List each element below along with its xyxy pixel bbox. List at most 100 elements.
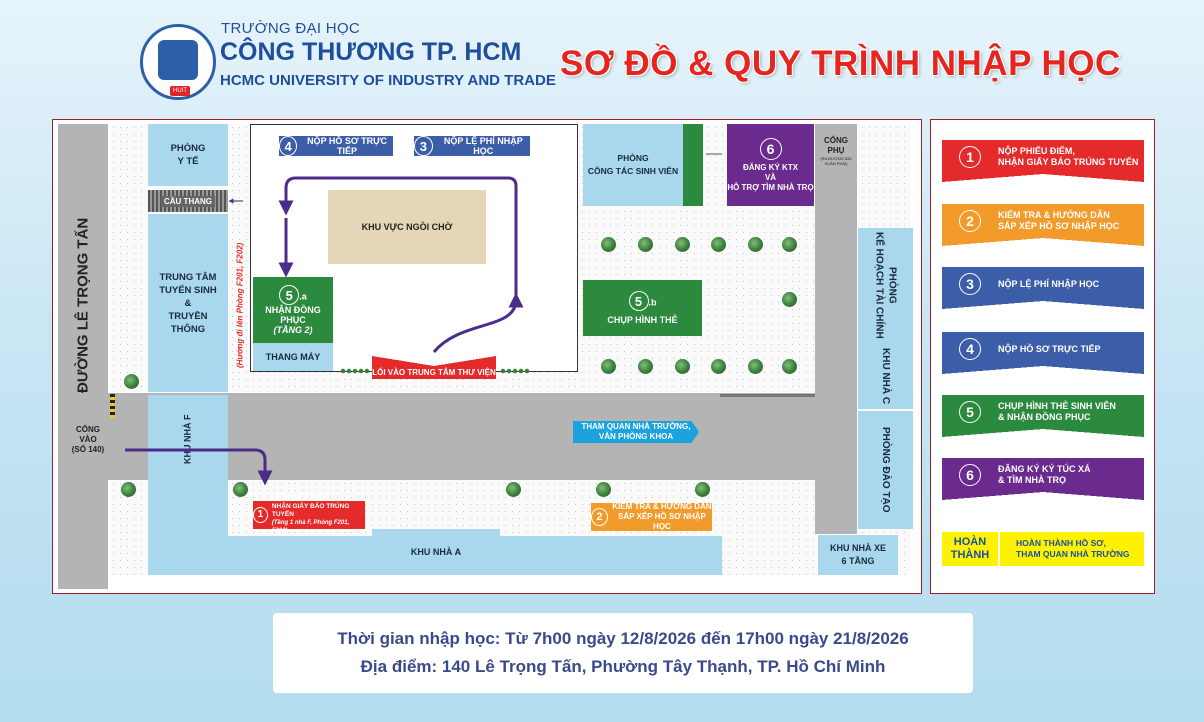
tree-icon xyxy=(748,237,763,252)
legend-label: NỘP PHIẾU ĐIỂM, NHẬN GIẤY BÁO TRÚNG TUYỂ… xyxy=(998,146,1139,167)
tree-icon xyxy=(233,482,248,497)
khu-nha-a-west xyxy=(228,536,372,575)
step2-label: KIỂM TRA & HƯỚNG DẪN SẮP XẾP HỒ SƠ NHẬP … xyxy=(612,502,712,531)
step4-box: 4 NỘP HỒ SƠ TRỰC TIẾP xyxy=(279,136,393,156)
trung-tam-tuyen-sinh: TRUNG TÂM TUYỂN SINH & TRUYỀN THÔNG xyxy=(148,214,228,392)
brand-line-3: HCMC UNIVERSITY OF INDUSTRY AND TRADE xyxy=(220,72,556,89)
step5b-content: 5.b CHỤP HÌNH THẺ xyxy=(607,291,678,325)
step1-sub: (Tầng 1 nhà F, Phòng F201, F202) xyxy=(271,520,350,534)
step6-num-icon: 6 xyxy=(759,137,782,160)
logo-emblem xyxy=(158,40,198,80)
tree-icon xyxy=(711,237,726,252)
gate-side-l1: CỔNG xyxy=(824,136,848,145)
step4-num-icon: 4 xyxy=(279,136,298,156)
road-le-trong-tan xyxy=(58,124,108,589)
step5a-suffix: .a xyxy=(299,291,307,302)
khu-nha-f: KHU NHÀ F xyxy=(148,395,228,483)
road-label: ĐƯỜNG LÊ TRỌNG TẤN xyxy=(74,217,92,393)
tree-icon xyxy=(124,374,139,389)
green-strip xyxy=(683,124,703,206)
step4-label: NỘP HỒ SƠ TRỰC TIẾP xyxy=(307,136,388,156)
tree-icon xyxy=(782,237,797,252)
tree-icon xyxy=(782,292,797,307)
legend-num-icon: 5 xyxy=(959,401,981,423)
step5b-num-row: 5.b xyxy=(628,291,657,311)
khu-nha-c: KHU NHÀ C xyxy=(858,343,913,409)
khu-vuc-ngoi-cho: KHU VỰC NGỒI CHỜ xyxy=(328,190,486,264)
step2-num-icon: 2 xyxy=(591,508,608,526)
tree-icon xyxy=(695,482,710,497)
tham-quan-arrow: THAM QUAN NHÀ TRƯỜNG, VĂN PHÒNG KHOA xyxy=(573,421,699,443)
step3-box: 3 NỘP LỆ PHÍ NHẬP HỌC xyxy=(414,136,530,156)
legend-item: 1 NỘP PHIẾU ĐIỂM, NHẬN GIẤY BÁO TRÚNG TUY… xyxy=(942,140,1144,174)
step5a-sub: (TẦNG 2) xyxy=(273,325,313,335)
page-title: SƠ ĐỒ & QUY TRÌNH NHẬP HỌC xyxy=(560,44,1121,83)
khu-nha-f-south xyxy=(148,483,228,575)
tree-icon xyxy=(748,359,763,374)
road-edge xyxy=(720,394,815,397)
loi-vao-roof xyxy=(372,356,496,366)
step1-text: NỘP PHIẾU ĐIỂM, NHẬN GIẤY BÁO TRÚNG TUYỂ… xyxy=(272,495,365,535)
legend-label: ĐĂNG KÝ KÝ TÚC XÁ & TÌM NHÀ TRỌ xyxy=(998,464,1091,485)
legend-num: 4 xyxy=(942,338,998,360)
step5a-num-icon: 5 xyxy=(279,285,300,305)
step3-num-icon: 3 xyxy=(414,136,433,156)
gate-main-l2: VÀO xyxy=(79,435,97,444)
tree-icon xyxy=(675,237,690,252)
legend-chevron xyxy=(942,238,1144,246)
brand-line-1: TRƯỜNG ĐẠI HỌC xyxy=(221,20,361,37)
step5b-suffix: .b xyxy=(648,297,657,308)
tree-icon xyxy=(711,359,726,374)
gate-main-l1: CỔNG xyxy=(76,425,100,434)
tree-icon xyxy=(675,359,690,374)
legend-num: 6 xyxy=(942,464,998,486)
tree-icon xyxy=(638,237,653,252)
legend-item: 6 ĐĂNG KÝ KÝ TÚC XÁ & TÌM NHÀ TRỌ xyxy=(942,458,1144,492)
gate-main: CỔNG VÀO (SỐ 140) xyxy=(66,423,110,457)
legend-num-icon: 4 xyxy=(959,338,981,360)
step5b-label: CHỤP HÌNH THẺ xyxy=(607,315,678,325)
gate-side: CỔNG PHỤ (RA ĐƯỜNG BÙI XUÂN PHÁI) xyxy=(815,128,857,174)
loi-vao-label: LỐI VÀO TRUNG TÂM THƯ VIỆN xyxy=(372,366,496,379)
legend-num-icon: 6 xyxy=(959,464,981,486)
legend-final-label: HOÀN THÀNH HỒ SƠ, THAM QUAN NHÀ TRƯỜNG xyxy=(1000,532,1144,566)
legend-chevron xyxy=(942,301,1144,309)
huong-di-note: (Hướng đi lên Phòng F201, F202) xyxy=(235,242,245,368)
gate-side-small: (RA ĐƯỜNG BÙI XUÂN PHÁI) xyxy=(820,156,852,166)
step2-box: 2 KIỂM TRA & HƯỚNG DẪN SẮP XẾP HỒ SƠ NHẬ… xyxy=(591,502,712,531)
ke-hoach-tai-chinh: PHÒNG KẾ HOẠCH TÀI CHÍNH xyxy=(858,228,913,343)
legend-label: CHỤP HÌNH THẺ SINH VIÊN & NHẬN ĐỒNG PHỤC xyxy=(998,401,1116,422)
tree-icon xyxy=(601,359,616,374)
info-location: Địa điểm: 140 Lê Trọng Tấn, Phường Tây T… xyxy=(360,657,886,676)
legend-chevron xyxy=(942,429,1144,437)
legend-num: 2 xyxy=(942,210,998,232)
legend-num-icon: 1 xyxy=(959,146,981,168)
legend-chevron xyxy=(942,366,1144,374)
legend-chevron xyxy=(942,492,1144,500)
cau-thang-label: CẦU THANG xyxy=(161,195,215,207)
phong-dao-tao: PHÒNG ĐÀO TẠO xyxy=(858,411,913,529)
hedge-left xyxy=(340,368,370,374)
step3-label: NỘP LỆ PHÍ NHẬP HỌC xyxy=(443,136,523,156)
tree-icon xyxy=(596,482,611,497)
step6-label: ĐĂNG KÝ KTX VÀ HỖ TRỢ TÌM NHÀ TRỌ xyxy=(727,162,814,192)
phong-y-te: PHÒNG Y TẾ xyxy=(148,124,228,186)
tree-icon xyxy=(638,359,653,374)
step6-box: 6 ĐĂNG KÝ KTX VÀ HỖ TRỢ TÌM NHÀ TRỌ xyxy=(727,124,814,206)
tree-icon xyxy=(601,237,616,252)
step5a-label: NHẬN ĐỒNG PHỤC xyxy=(265,305,321,325)
logo-badge: HUIT xyxy=(170,86,190,96)
cong-tac-sinh-vien: PHÒNG CÔNG TÁC SINH VIÊN xyxy=(583,124,683,206)
brand-line-2: CÔNG THƯƠNG TP. HCM xyxy=(220,38,522,66)
step5b-num-icon: 5 xyxy=(628,291,649,311)
info-box: Thời gian nhập học: Từ 7h00 ngày 12/8/20… xyxy=(273,613,973,693)
legend-label: NỘP LỆ PHÍ NHẬP HỌC xyxy=(998,278,1100,289)
hedge-right xyxy=(500,368,530,374)
thang-may: THANG MÁY xyxy=(253,343,333,371)
step1-num-icon: 1 xyxy=(253,507,268,523)
step5a-num-row: 5.a xyxy=(279,285,307,305)
khu-nha-a: KHU NHÀ A xyxy=(372,529,500,575)
step1-label: NỘP PHIẾU ĐIỂM, NHẬN GIẤY BÁO TRÚNG TUYỂ… xyxy=(271,495,350,518)
